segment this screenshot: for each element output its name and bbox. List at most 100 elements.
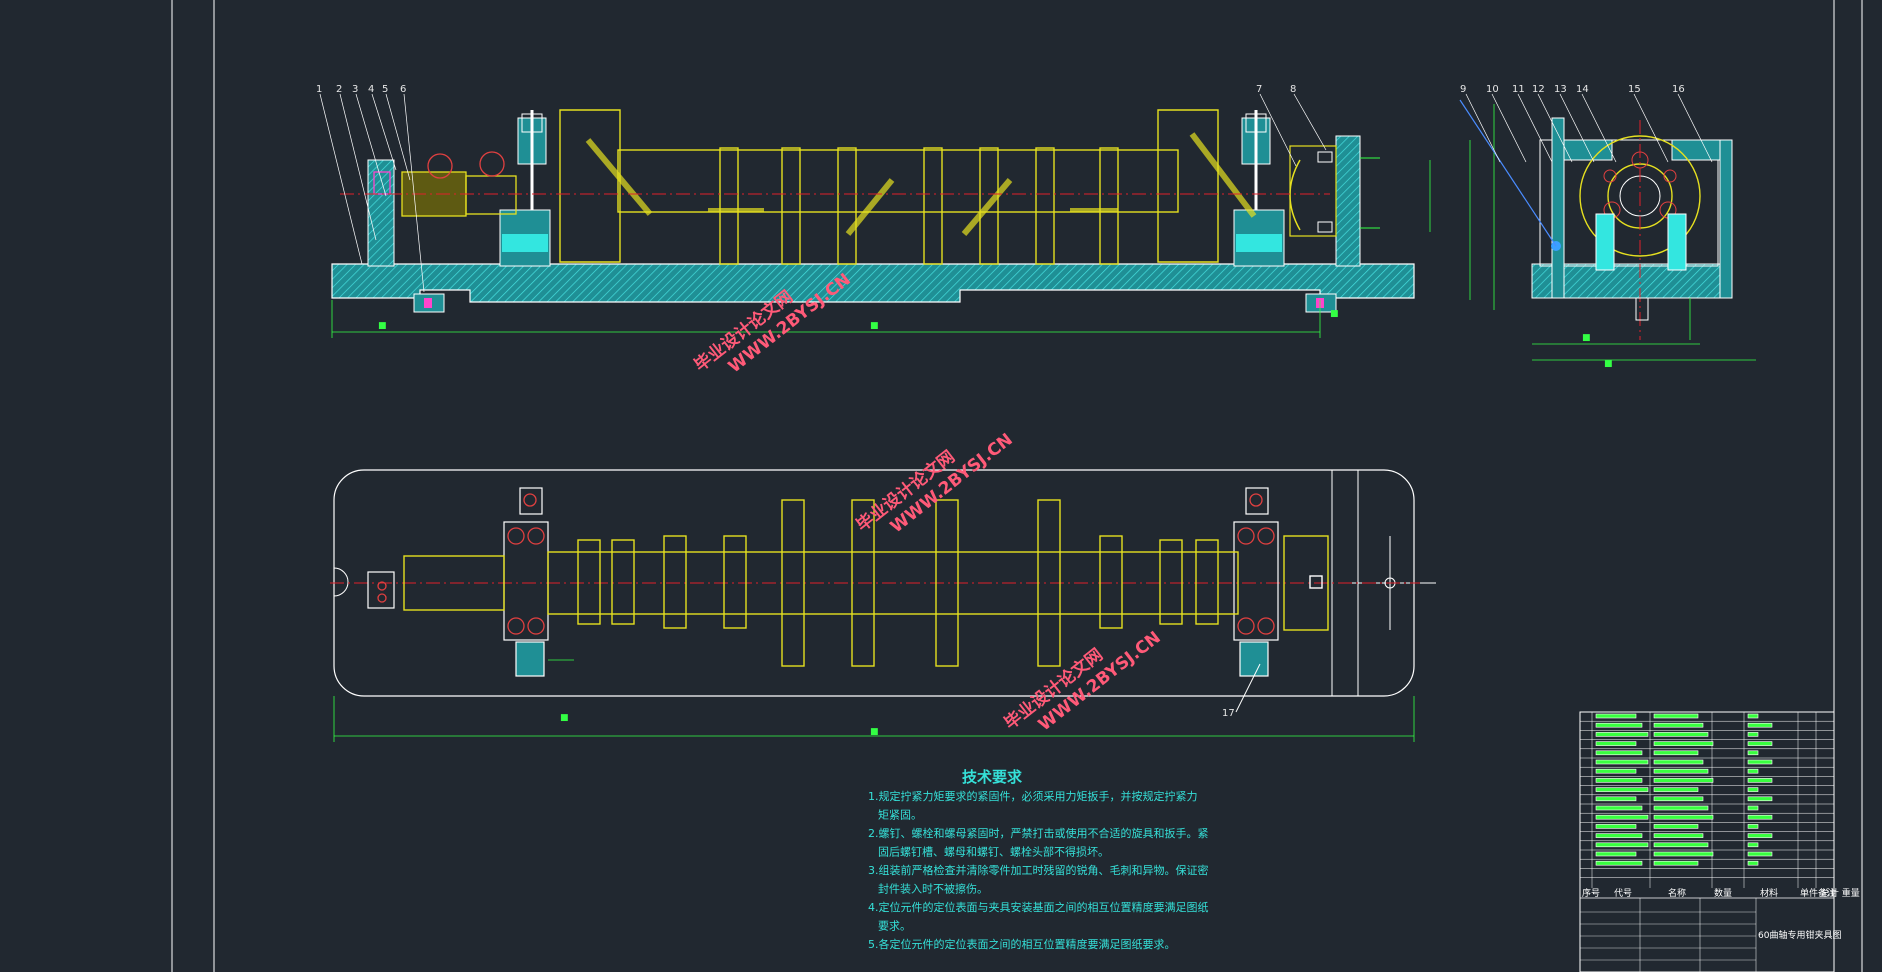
parts-list-material	[1747, 842, 1759, 848]
parts-list-code	[1595, 759, 1649, 765]
tech-requirement-line: 4.定位元件的定位表面与夹具安装基面之间的相互位置精度要满足图纸	[868, 900, 1209, 914]
title-block-column-header: 备注	[1818, 887, 1836, 899]
parts-list-name	[1653, 842, 1709, 848]
parts-list-name	[1653, 713, 1699, 719]
parts-list-code	[1595, 851, 1637, 857]
parts-list-code	[1595, 814, 1649, 820]
parts-list-name	[1653, 824, 1699, 829]
part-number-label: 7	[1256, 84, 1262, 95]
tech-requirement-line: 5.各定位元件的定位表面之间的相互位置精度要满足图纸要求。	[868, 937, 1176, 951]
parts-list-name	[1653, 722, 1704, 728]
parts-list-code	[1595, 778, 1643, 783]
part-number-label: 4	[368, 84, 374, 95]
parts-list-code	[1595, 833, 1643, 838]
svg-text:■: ■	[1330, 309, 1339, 319]
parts-list-name	[1653, 768, 1709, 774]
drawing-name: 60曲轴专用钳夹具图	[1758, 929, 1841, 941]
svg-text:■: ■	[1582, 333, 1591, 343]
parts-list-code	[1595, 768, 1637, 774]
part-number-label: 6	[400, 84, 406, 95]
part-number-label: 15	[1628, 84, 1641, 95]
clamp-shaft	[373, 151, 517, 217]
parts-list-name	[1653, 860, 1699, 866]
part-number-label: 14	[1576, 84, 1589, 95]
parts-list-code	[1595, 722, 1643, 728]
part-number-label: 12	[1532, 84, 1545, 95]
tech-requirements-title: 技术要求	[962, 768, 1023, 786]
parts-list-code	[1595, 805, 1643, 811]
title-block-column-header: 单件 总计 重量	[1800, 887, 1860, 899]
parts-list-name	[1653, 814, 1714, 820]
svg-text:■: ■	[870, 727, 879, 737]
part-number-label: 16	[1672, 84, 1685, 95]
parts-list-material	[1747, 713, 1759, 719]
parts-list-code	[1595, 713, 1637, 719]
front-dimensions	[331, 104, 1495, 338]
parts-list-material	[1747, 805, 1759, 811]
parts-list-name	[1653, 805, 1709, 811]
parts-list-material	[1747, 851, 1773, 857]
left-support	[367, 110, 551, 267]
parts-list-material	[1747, 768, 1759, 774]
parts-list-material	[1747, 824, 1759, 829]
parts-list-material	[1747, 778, 1773, 783]
top-part-labels: 17	[1222, 708, 1235, 719]
title-block-column-header: 材料	[1760, 887, 1778, 899]
part-number-label: 13	[1554, 84, 1567, 95]
svg-text:■: ■	[1604, 359, 1613, 369]
right-support	[1233, 110, 1380, 267]
part-number-label: 3	[352, 84, 358, 95]
svg-text:■: ■	[870, 321, 879, 331]
parts-list-name	[1653, 851, 1714, 857]
svg-text:■: ■	[378, 321, 387, 331]
title-block-column-header: 序号	[1582, 887, 1600, 899]
tech-requirement-line: 固后螺钉槽、螺母和螺钉、螺栓头部不得损坏。	[878, 845, 1109, 859]
parts-list-code	[1595, 787, 1649, 792]
part-number-label: 1	[316, 84, 322, 95]
parts-list-material	[1747, 732, 1759, 737]
title-block-column-header: 名称	[1668, 887, 1686, 899]
tech-requirement-line: 3.组装前严格检查并清除零件加工时残留的锐角、毛刺和异物。保证密	[868, 863, 1209, 877]
parts-list-name	[1653, 796, 1704, 802]
parts-list-name	[1653, 750, 1699, 756]
parts-list-code	[1595, 842, 1649, 848]
title-block-column-header: 数量	[1714, 887, 1732, 899]
crankshaft-top	[403, 499, 1329, 667]
tech-requirement-line: 矩紧固。	[878, 809, 922, 822]
parts-list-code	[1595, 741, 1637, 746]
parts-list-code	[1595, 732, 1649, 737]
tech-requirement-line: 2.螺钉、螺栓和螺母紧固时，严禁打击或使用不合适的旋具和扳手。紧	[868, 826, 1209, 840]
parts-list-material	[1747, 722, 1773, 728]
base-plate	[331, 263, 1415, 313]
svg-text:■: ■	[560, 713, 569, 723]
parts-list-name	[1653, 833, 1704, 838]
parts-list-name	[1653, 787, 1699, 792]
parts-list-code	[1595, 750, 1643, 756]
watermarks: 毕业设计论文网WWW.2BYSJ.CN毕业设计论文网WWW.2BYSJ.CN毕业…	[690, 270, 1165, 736]
title-block-column-header: 代号	[1614, 888, 1632, 899]
top-view: ■ ■	[330, 469, 1436, 742]
tech-requirement-line: 1.规定拧紧力矩要求的紧固件，必须采用力矩扳手，并按规定拧紧力	[868, 789, 1198, 803]
parts-list-material	[1747, 814, 1773, 820]
parts-list-code	[1595, 796, 1637, 802]
crankshaft-front	[559, 109, 1257, 265]
side-view: ■ ■	[1459, 99, 1756, 369]
parts-list-rows	[1595, 713, 1773, 866]
parts-list-material	[1747, 759, 1773, 765]
drawing-frame	[171, 0, 1863, 972]
parts-list-code	[1595, 824, 1637, 829]
parts-list-material	[1747, 750, 1759, 756]
parts-list-material	[1747, 860, 1759, 866]
parts-list-material	[1747, 741, 1773, 746]
parts-list-material	[1747, 796, 1773, 802]
part-number-label: 11	[1512, 84, 1525, 95]
part-number-label: 2	[336, 84, 342, 95]
parts-list-material	[1747, 833, 1773, 838]
